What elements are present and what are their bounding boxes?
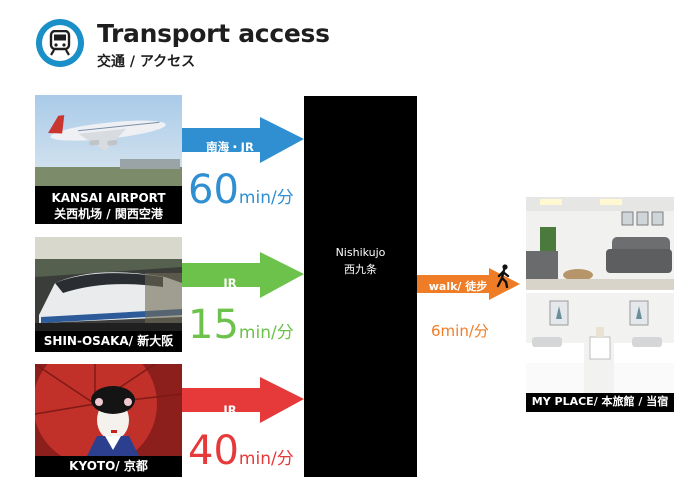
travel-time-kyoto-value: 40 (188, 428, 239, 474)
route-arrow-shin-osaka (182, 252, 304, 298)
page-title: Transport access (97, 19, 330, 48)
kyoto-caption: KYOTO/ 京都 (35, 456, 182, 477)
walk-arrow (417, 268, 520, 300)
train-logo (36, 19, 84, 67)
travel-time-kyoto-unit: min/分 (238, 449, 294, 469)
shin-osaka-photo (35, 237, 182, 331)
walking-person-icon (496, 264, 510, 288)
kansai-airport-name: KANSAI AIRPORT (51, 191, 166, 205)
destination-caption: MY PLACE/ 本旅館 / 当宿 (526, 393, 674, 412)
shin-osaka-name: SHIN-OSAKA/ 新大阪 (43, 334, 174, 348)
travel-time-shin-osaka-unit: min/分 (238, 323, 294, 343)
shin-osaka-caption: SHIN-OSAKA/ 新大阪 (35, 331, 182, 352)
route-arrow-kansai (182, 117, 304, 163)
kansai-airport-name-jp: 关西机场 / 関西空港 (54, 207, 163, 221)
travel-time-shin-osaka-value: 15 (188, 302, 239, 348)
route-arrow-kyoto (182, 377, 304, 423)
kansai-airport-photo (35, 95, 182, 186)
destination-name: MY PLACE/ 本旅館 / 当宿 (531, 395, 669, 408)
kyoto-name: KYOTO/ 京都 (69, 459, 148, 473)
kyoto-photo (35, 364, 182, 456)
station-name: Nishikujo (335, 246, 386, 259)
kansai-airport-caption: KANSAI AIRPORT 关西机场 / 関西空港 (35, 186, 182, 224)
bedroom-photo (526, 293, 674, 393)
travel-time-kansai-unit: min/分 (238, 188, 294, 208)
travel-time-kansai: 60min/分 (188, 167, 294, 213)
travel-time-shin-osaka: 15min/分 (188, 302, 294, 348)
living-room-photo (526, 197, 674, 290)
line-label-kyoto: JR (223, 403, 237, 417)
nishikujo-station-block: Nishikujo 西九条 (304, 96, 417, 477)
station-name-jp: 西九条 (344, 263, 377, 276)
walk-label: walk/ 徒步 (428, 280, 488, 293)
walk-time: 6min/分 (431, 322, 489, 340)
line-label-shin-osaka: JR (223, 276, 237, 290)
train-icon (49, 30, 71, 56)
travel-time-kansai-value: 60 (188, 167, 239, 213)
line-label-kansai: 南海・JR (206, 140, 254, 154)
page-subtitle: 交通 / アクセス (97, 54, 196, 70)
travel-time-kyoto: 40min/分 (188, 428, 294, 474)
